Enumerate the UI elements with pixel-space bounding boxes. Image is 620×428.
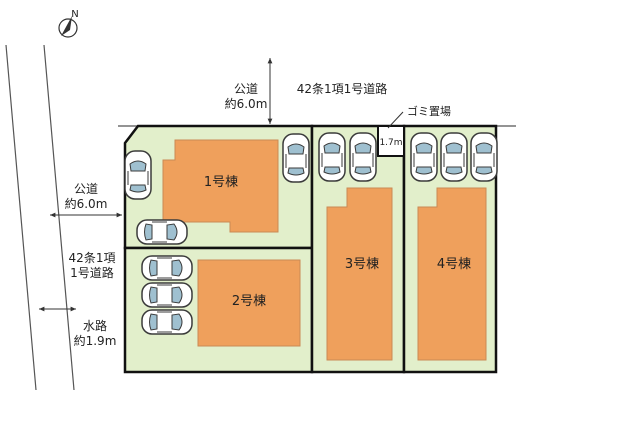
- building-1: [162, 139, 279, 233]
- car-icon: [136, 219, 188, 245]
- car-icon: [470, 132, 498, 182]
- buildings: [162, 139, 487, 361]
- top-road-width: 約6.0m: [225, 96, 268, 111]
- building-4: [417, 187, 487, 361]
- building-3: [326, 187, 393, 361]
- lot-3-label: 3号棟: [345, 257, 379, 272]
- lot-4-label: 4号棟: [437, 257, 471, 272]
- car-icon: [141, 282, 193, 308]
- waterway-name: 水路: [83, 318, 107, 333]
- west-road-classification-line1: 42条1項: [69, 251, 116, 265]
- car-icon: [440, 132, 468, 182]
- west-road-name: 公道: [74, 182, 98, 196]
- waterway-edges: [5, 44, 75, 391]
- car-icon: [124, 150, 152, 200]
- lot-2-label: 2号棟: [232, 294, 266, 309]
- car-icon: [349, 132, 377, 182]
- garbage-width-label: 1.7m: [379, 138, 402, 148]
- west-road-classification-line2: 1号道路: [70, 265, 114, 280]
- west-road-width: 約6.0m: [65, 196, 108, 211]
- garbage-area-label: ゴミ置場: [407, 104, 451, 118]
- parking-lot-4: [410, 132, 498, 182]
- car-icon: [410, 132, 438, 182]
- top-road-name: 公道: [234, 82, 258, 96]
- building-2: [197, 259, 301, 347]
- garbage-leader-line: [387, 111, 404, 129]
- garbage-area: [377, 125, 405, 157]
- car-icon: [141, 309, 193, 335]
- car-icon: [318, 132, 346, 182]
- north-arrow-icon: N: [58, 9, 79, 38]
- lot-1-label: 1号棟: [204, 175, 238, 190]
- car-icon: [141, 255, 193, 281]
- north-label: N: [71, 9, 78, 20]
- waterway-width: 約1.9m: [74, 333, 117, 348]
- parking-lot-2: [141, 255, 193, 335]
- car-icon: [282, 133, 310, 183]
- top-road-classification: 42条1項1号道路: [297, 81, 388, 96]
